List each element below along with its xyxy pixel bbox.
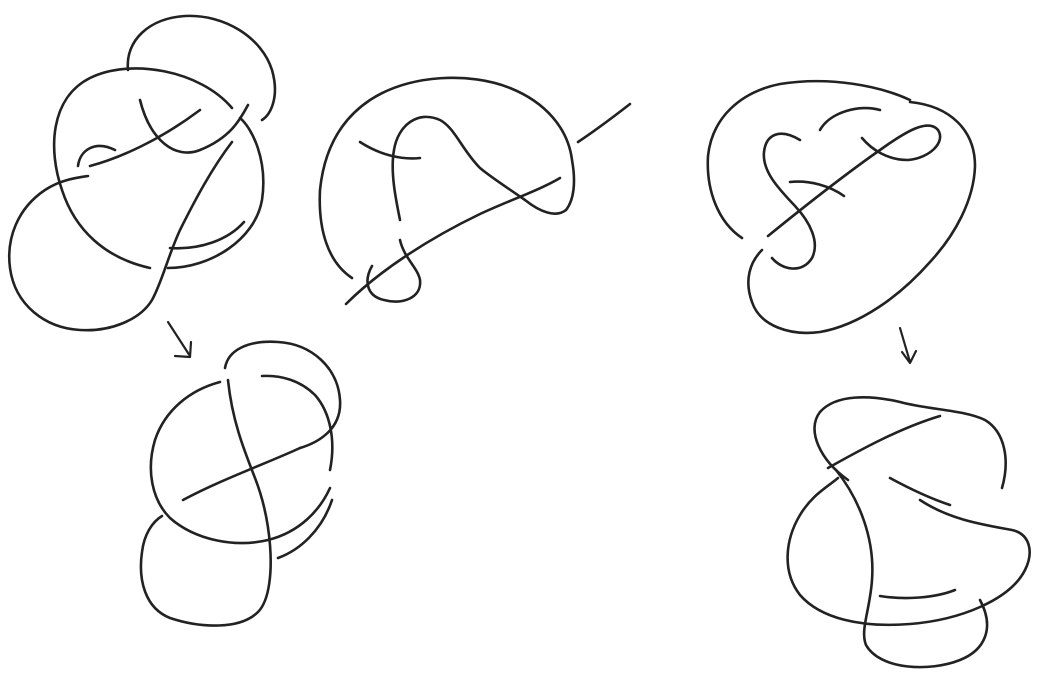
knot-bottom-left-strand-rightarc [262, 376, 332, 470]
knot-top-left-strand-s [9, 142, 232, 330]
knot-top-right [708, 81, 975, 333]
knot-top-middle-strand-tail-end [578, 104, 630, 142]
knot-bottom-right-strand-rightloop [788, 478, 1030, 625]
knot-top-middle [320, 78, 630, 304]
knot-top-right-strand-arc [708, 81, 910, 238]
arrow-down-right-icon [168, 322, 190, 356]
knot-bottom-left-strand-diag [183, 448, 300, 500]
knot-bottom-right-strand-leftside [836, 470, 987, 667]
arrow-left [168, 322, 191, 357]
knot-top-middle-strand-outer [320, 78, 574, 278]
knot-bottom-left-strand-toploop [225, 342, 340, 448]
knot-top-middle-strand-lower [368, 240, 421, 302]
knot-bottom-left-strand-circle [151, 382, 330, 543]
knot-top-middle-strand-tail [346, 178, 560, 304]
knot-top-left-strand-circle [54, 68, 232, 268]
knot-top-right-strand-upper [820, 108, 880, 130]
knot-top-middle-strand-upper [360, 142, 420, 158]
knot-top-left [9, 16, 275, 330]
knot-bottom-left [141, 342, 340, 626]
arrow-right [900, 328, 916, 363]
knot-bottom-right-strand-top [815, 397, 1006, 488]
knot-bottom-right [788, 397, 1030, 667]
knot-bottom-left-strand-lowarc [278, 500, 332, 558]
knot-bottom-right-strand-bottom [880, 590, 955, 598]
knot-bottom-right-strand-crossing [828, 416, 940, 468]
knot-top-middle-strand-innerlobe [393, 117, 566, 220]
knot-bottom-left-strand-vertical [141, 380, 271, 626]
knot-top-left-strand-circle-b [168, 118, 263, 268]
knot-top-right-strand-centerloop [764, 134, 815, 269]
